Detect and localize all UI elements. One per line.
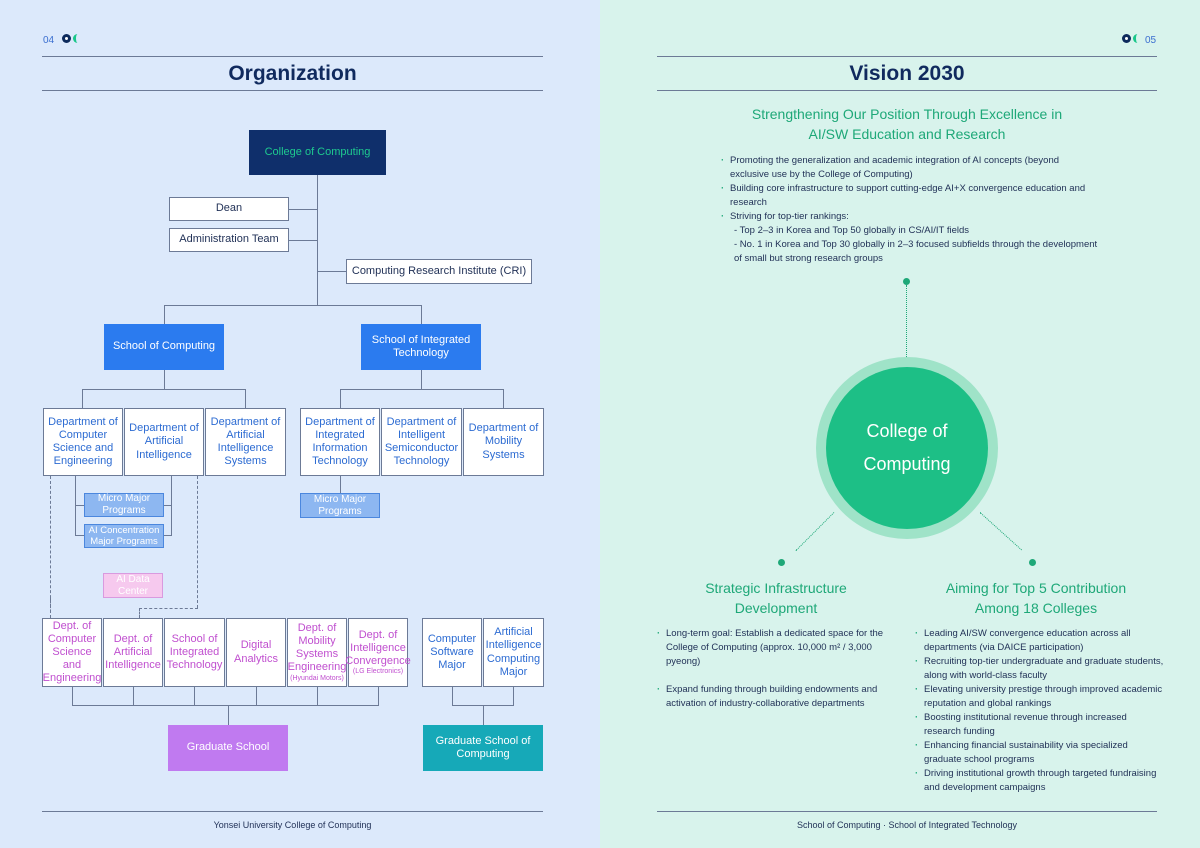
graduate-school-box: Graduate School: [168, 725, 288, 771]
cri-box: Computing Research Institute (CRI): [346, 259, 532, 284]
logo-icon: [62, 34, 82, 43]
college-of-computing-circle: College of Computing: [826, 367, 988, 529]
page-title-left: Organization: [228, 62, 357, 85]
grad-dept-box: Dept. of Intelligence Convergence (LG El…: [345, 618, 411, 687]
administration-team-box: Administration Team: [169, 228, 289, 252]
dept-integrated-information-technology-box: Department of Integrated Information Tec…: [300, 408, 380, 476]
micro-major-programs-box-2: Micro Major Programs: [300, 493, 380, 518]
footer-rule-left: [42, 811, 543, 812]
grad-dept-box: School of Integrated Technology: [164, 618, 225, 687]
footer-right: School of Computing · School of Integrat…: [797, 820, 1017, 830]
connector-line-top: [906, 285, 907, 357]
list-item: Striving for top-tier rankings:: [720, 210, 1100, 224]
title-rule-top-right: [657, 56, 1157, 57]
list-item: Elevating university prestige through im…: [914, 683, 1164, 711]
school-of-computing-box: School of Computing: [104, 324, 224, 370]
left-page: 04 Organization College of Computing Dea…: [0, 0, 600, 848]
right-page: 05 Vision 2030 Strengthening Our Positio…: [600, 0, 1200, 848]
top5-bullet-list: Leading AI/SW convergence education acro…: [914, 627, 1164, 795]
connector-dot-top: [903, 278, 910, 285]
dean-box: Dean: [169, 197, 289, 221]
ai-data-center-box: AI Data Center: [103, 573, 163, 598]
connector-dot-left: [778, 559, 785, 566]
micro-major-programs-box-1: Micro Major Programs: [84, 493, 164, 517]
graduate-school-of-computing-box: Graduate School of Computing: [423, 725, 543, 771]
list-item: Building core infrastructure to support …: [720, 182, 1100, 210]
grad-dept-box: Digital Analytics: [226, 618, 286, 687]
grad-dept-box: Dept. of Mobility Systems Engineering (H…: [287, 618, 347, 687]
footer-rule-right: [657, 811, 1157, 812]
list-item: Long-term goal: Establish a dedicated sp…: [656, 627, 896, 669]
connector-dot-right: [1029, 559, 1036, 566]
dept-intelligent-semiconductor-box: Department of Intelligent Semiconductor …: [381, 408, 462, 476]
list-item: Expand funding through building endowmen…: [656, 683, 896, 711]
title-rule-bottom-right: [657, 90, 1157, 91]
footer-left: Yonsei University College of Computing: [213, 820, 372, 830]
logo-icon: [1122, 34, 1142, 43]
page-number-right: 05: [1145, 35, 1157, 46]
ai-concentration-box: AI Concentration Major Programs: [84, 524, 164, 548]
list-item: Leading AI/SW convergence education acro…: [914, 627, 1164, 655]
page-title-right: Vision 2030: [849, 62, 965, 85]
infrastructure-heading: Strategic Infrastructure Development: [705, 580, 847, 616]
list-item: Boosting institutional revenue through i…: [914, 711, 1164, 739]
vision-headline: Strengthening Our Position Through Excel…: [751, 106, 1063, 142]
ai-computing-major-box: Artificial Intelligence Computing Major: [483, 618, 544, 687]
page-number-left: 04: [43, 35, 55, 46]
title-rule-bottom: [42, 90, 543, 91]
list-item: - No. 1 in Korea and Top 30 globally in …: [734, 239, 1098, 264]
top-bullet-list: Promoting the generalization and academi…: [720, 154, 1100, 266]
list-item: Promoting the generalization and academi…: [720, 154, 1100, 182]
title-rule-top: [42, 56, 543, 57]
dept-computer-science-box: Department of Computer Science and Engin…: [43, 408, 123, 476]
college-of-computing-box: College of Computing: [249, 130, 386, 175]
list-item: Driving institutional growth through tar…: [914, 767, 1164, 795]
list-item: Recruiting top-tier undergraduate and gr…: [914, 655, 1164, 683]
list-item: - Top 2–3 in Korea and Top 50 globally i…: [734, 225, 970, 236]
dept-mobility-systems-box: Department of Mobility Systems: [463, 408, 544, 476]
school-of-integrated-technology-box: School of Integrated Technology: [361, 324, 481, 370]
grad-dept-box: Dept. of Computer Science and Engineerin…: [42, 618, 102, 687]
list-item: Enhancing financial sustainability via s…: [914, 739, 1164, 767]
infrastructure-bullet-list: Long-term goal: Establish a dedicated sp…: [656, 627, 896, 711]
computer-software-major-box: Computer Software Major: [422, 618, 482, 687]
top5-heading: Aiming for Top 5 Contribution Among 18 C…: [945, 580, 1127, 616]
grad-dept-box: Dept. of Artificial Intelligence: [103, 618, 163, 687]
dept-artificial-intelligence-box: Department of Artificial Intelligence: [124, 408, 204, 476]
dept-ai-systems-box: Department of Artificial Intelligence Sy…: [205, 408, 286, 476]
